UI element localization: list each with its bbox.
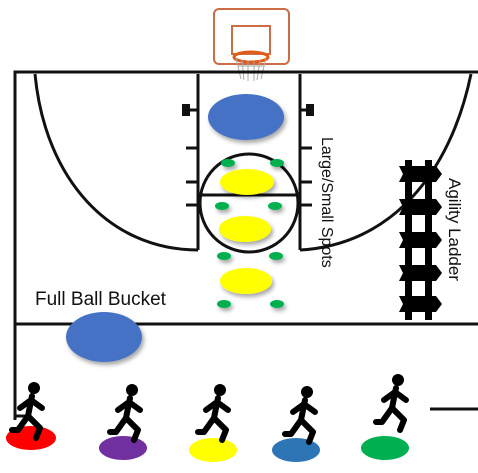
yellow-spot bbox=[220, 268, 272, 294]
small-spot bbox=[269, 252, 283, 260]
agility-ladder-icon bbox=[399, 160, 442, 320]
player-spot-5 bbox=[361, 436, 409, 460]
player-spot-2 bbox=[99, 436, 147, 460]
small-spot bbox=[217, 300, 231, 308]
player-spots bbox=[6, 426, 409, 462]
lane-block bbox=[306, 104, 314, 116]
small-spot bbox=[270, 300, 284, 308]
small-spot bbox=[268, 202, 282, 210]
running-person-icon bbox=[9, 382, 45, 441]
small-spot bbox=[221, 159, 235, 167]
agility-ladder-label: Agility Ladder bbox=[445, 178, 464, 282]
players bbox=[9, 374, 409, 445]
player-spot-4 bbox=[272, 438, 320, 462]
lane-block bbox=[182, 104, 190, 116]
small-spot bbox=[217, 252, 231, 260]
large-spot bbox=[208, 94, 284, 140]
ball-bucket-spot bbox=[66, 312, 142, 362]
running-person-icon bbox=[373, 374, 409, 433]
running-person-icon bbox=[195, 384, 231, 443]
yellow-spot bbox=[220, 169, 274, 195]
small-spot bbox=[270, 159, 284, 167]
basketball-hoop-icon bbox=[213, 8, 290, 81]
yellow-spot bbox=[219, 216, 271, 242]
player-spot-3 bbox=[189, 438, 237, 462]
spots-label: Large/Small Spots bbox=[318, 137, 335, 268]
small-spot bbox=[215, 202, 229, 210]
running-person-icon bbox=[107, 384, 143, 443]
ball-bucket-label: Full Ball Bucket bbox=[35, 289, 166, 310]
spots-group bbox=[208, 94, 284, 308]
running-person-icon bbox=[282, 386, 318, 445]
